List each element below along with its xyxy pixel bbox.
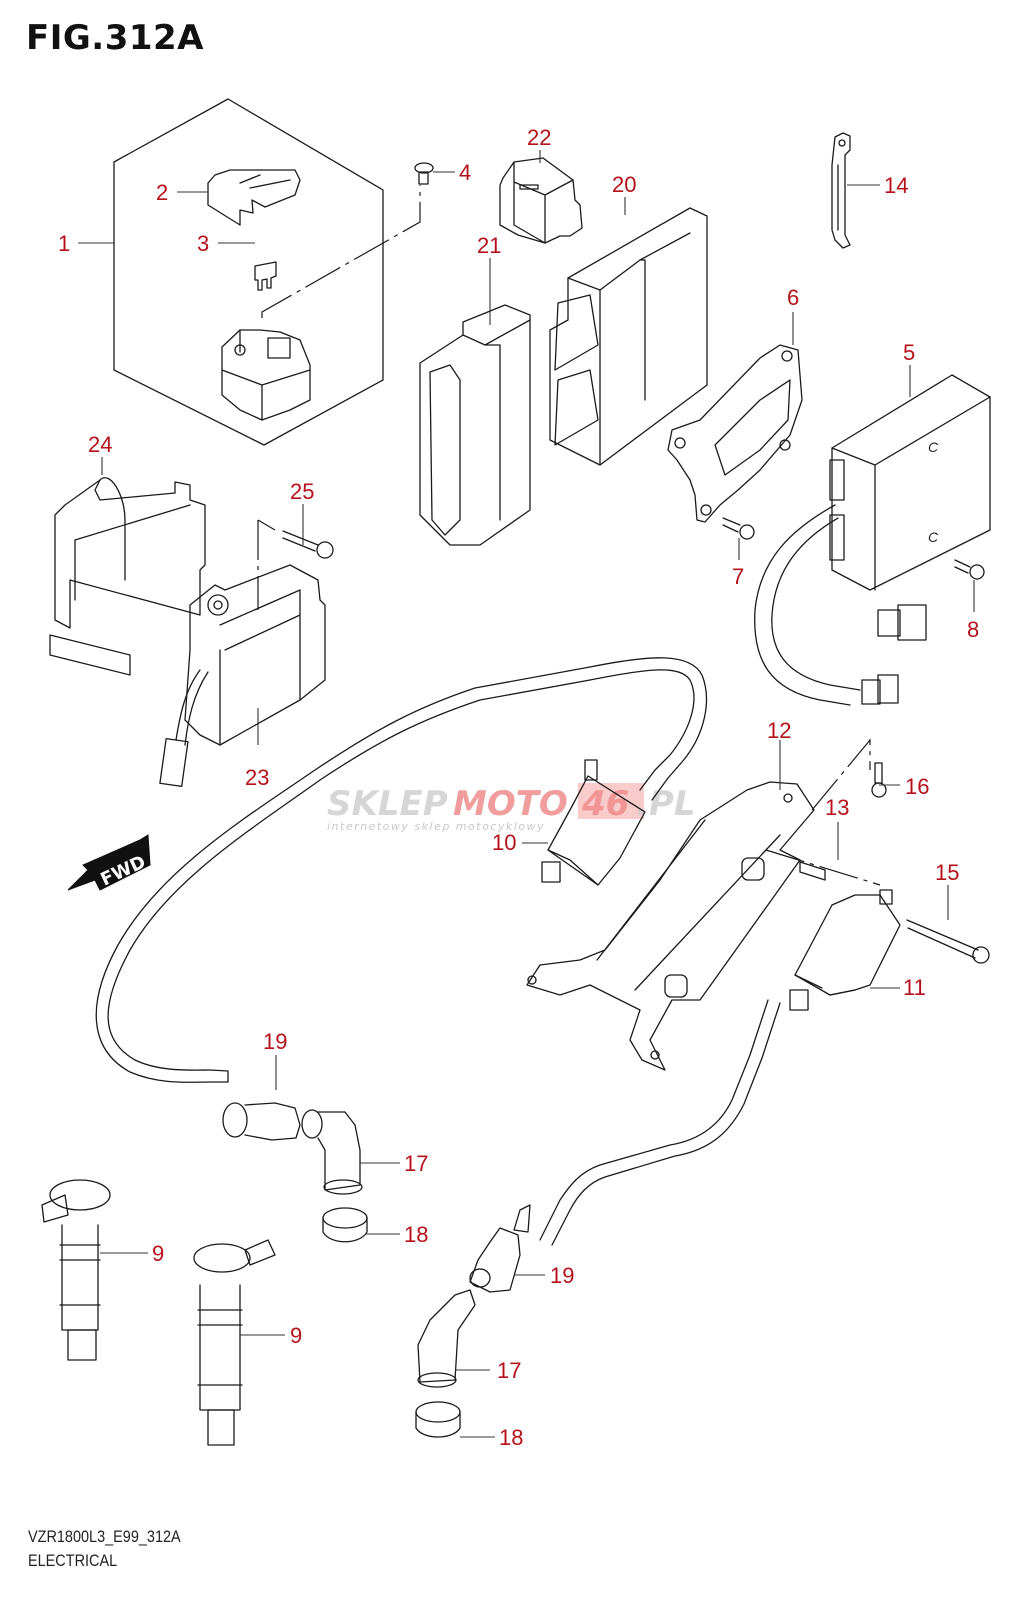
callout-18a[interactable]: 18	[404, 1222, 428, 1247]
callout-14[interactable]: 14	[884, 173, 908, 198]
bracket-6[interactable]	[667, 344, 803, 523]
starter-relay-detail	[221, 329, 311, 421]
bolt-16[interactable]	[871, 762, 887, 798]
watermark-subtitle: internetowy sklep motocyklowy	[327, 820, 545, 833]
fwd-direction-arrow: FWD	[67, 834, 151, 891]
callout-18b[interactable]: 18	[499, 1425, 523, 1450]
elbow-boot-17b[interactable]	[417, 1289, 476, 1388]
spark-plug-cap-9a[interactable]	[41, 1179, 111, 1361]
relay-cover	[207, 169, 301, 226]
leader-lines	[78, 150, 975, 1438]
watermark-highlight	[578, 783, 644, 819]
callout-3[interactable]: 3	[197, 231, 209, 256]
relay-22[interactable]	[499, 157, 583, 244]
callout-17a[interactable]: 17	[404, 1151, 428, 1176]
callout-17b[interactable]: 17	[497, 1358, 521, 1383]
callout-16[interactable]: 16	[905, 774, 929, 799]
relay-cover-detail	[239, 174, 291, 189]
ignition-coil-10[interactable]	[95, 657, 708, 1083]
callout-8[interactable]: 8	[967, 617, 979, 642]
callout-13[interactable]: 13	[825, 795, 849, 820]
watermark-part2: MOTO	[453, 784, 568, 824]
bolt-4[interactable]	[414, 162, 434, 185]
spark-plug-cap-9b[interactable]	[193, 1239, 276, 1446]
callout-19b[interactable]: 19	[550, 1263, 574, 1288]
callout-23[interactable]: 23	[245, 765, 269, 790]
watermark: SKLEP MOTO 46 .PL internetowy sklep moto…	[327, 783, 696, 833]
seal-18b[interactable]	[415, 1401, 461, 1438]
callout-19a[interactable]: 19	[263, 1029, 287, 1054]
callout-11[interactable]: 11	[903, 975, 926, 1000]
callout-24[interactable]: 24	[88, 432, 112, 457]
strap-14[interactable]	[831, 132, 851, 249]
watermark-part4: .PL	[636, 784, 696, 824]
ecm-cover-21[interactable]	[419, 304, 531, 546]
svg-text:C: C	[928, 439, 939, 455]
elbow-boot-17a[interactable]	[301, 1109, 363, 1195]
ignitor-unit-5[interactable]: C C	[754, 374, 991, 706]
model-code: VZR1800L3_E99_312A	[28, 1527, 181, 1546]
callout-20[interactable]: 20	[612, 172, 636, 197]
callout-9a[interactable]: 9	[152, 1241, 164, 1266]
starter-relay-kit[interactable]	[113, 98, 421, 446]
bolt-4-guide-line	[261, 185, 421, 318]
callout-labels: 1 2 3 4 5 6 7 8 9 9 10 11 12 13 14 15 16…	[58, 125, 979, 1450]
starter-relay	[221, 329, 311, 421]
callout-21[interactable]: 21	[477, 233, 501, 258]
callout-1[interactable]: 1	[58, 231, 70, 256]
callout-4[interactable]: 4	[459, 160, 471, 185]
bolt-8[interactable]	[954, 559, 985, 580]
bolt-25[interactable]	[257, 519, 334, 610]
ignition-coil-11[interactable]	[539, 889, 901, 1246]
callout-9b[interactable]: 9	[290, 1323, 302, 1348]
coil-bracket-12[interactable]	[526, 738, 871, 1071]
kit-boundary	[113, 98, 384, 446]
bracket-24[interactable]	[49, 477, 206, 676]
svg-text:C: C	[928, 529, 939, 545]
relay-terminal	[234, 344, 246, 356]
bolt-15[interactable]	[906, 919, 990, 964]
callout-5[interactable]: 5	[903, 340, 915, 365]
grommet-19b[interactable]	[469, 1204, 531, 1293]
bolt-7[interactable]	[722, 517, 755, 540]
callout-6[interactable]: 6	[787, 285, 799, 310]
fuse	[254, 261, 277, 291]
ecm-20[interactable]	[549, 207, 708, 466]
callout-22[interactable]: 22	[527, 125, 551, 150]
seal-18a[interactable]	[322, 1207, 368, 1243]
section-name: ELECTRICAL	[28, 1551, 118, 1570]
callout-12[interactable]: 12	[767, 718, 791, 743]
watermark-part1: SKLEP	[327, 784, 448, 824]
callout-25[interactable]: 25	[290, 479, 314, 504]
figure-title: FIG.312A	[26, 18, 204, 58]
relay-connector	[267, 337, 291, 359]
control-unit-23[interactable]	[159, 564, 326, 787]
spacer-13[interactable]	[765, 849, 881, 886]
watermark-part3: 46	[581, 784, 629, 824]
callout-15[interactable]: 15	[935, 860, 959, 885]
callout-10[interactable]: 10	[492, 830, 516, 855]
callout-7[interactable]: 7	[732, 564, 744, 589]
grommet-19a[interactable]	[222, 1102, 301, 1141]
callout-2[interactable]: 2	[156, 180, 168, 205]
